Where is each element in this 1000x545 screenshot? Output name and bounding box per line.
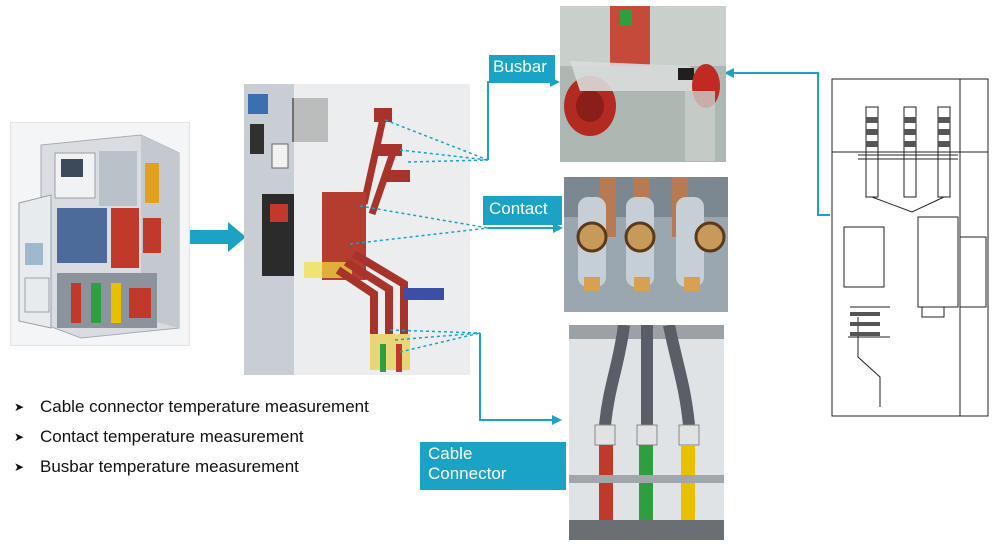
bullet-item-contact: ➤ Contact temperature measurement	[14, 422, 369, 452]
switchgear-technical-drawing	[830, 77, 990, 418]
arrowhead-bullet-icon: ➤	[14, 460, 25, 474]
bullet-text: Busbar temperature measurement	[40, 457, 299, 476]
cable-connector-line	[479, 333, 554, 421]
busbar-label-text: Busbar	[493, 57, 547, 76]
dotted-sensor-lines	[349, 119, 489, 353]
bullet-item-busbar: ➤ Busbar temperature measurement	[14, 452, 369, 482]
busbar-photo	[560, 6, 726, 162]
busbar-connector-line	[487, 81, 552, 160]
measurement-bullet-list: ➤ Cable connector temperature measuremen…	[14, 392, 369, 482]
cable-connector-photo	[569, 325, 724, 540]
bullet-text: Contact temperature measurement	[40, 427, 304, 446]
arrowhead-bullet-icon: ➤	[14, 400, 25, 414]
bullet-text: Cable connector temperature measurement	[40, 397, 369, 416]
contact-photo	[564, 177, 728, 312]
arrowhead-bullet-icon: ➤	[14, 430, 25, 444]
bullet-item-cable-connector: ➤ Cable connector temperature measuremen…	[14, 392, 369, 422]
contact-label: Contact	[483, 196, 562, 225]
cable-connector-label-line2: Connector	[428, 464, 507, 483]
switchgear-cabinet-illustration	[10, 122, 190, 346]
cable-connector-label-line1: Cable	[428, 444, 473, 463]
big-right-arrow-icon	[190, 222, 246, 252]
cable-connector-label: Cable Connector	[420, 442, 566, 490]
switchgear-cutaway-view	[244, 84, 470, 375]
busbar-label: Busbar	[489, 55, 555, 81]
contact-label-text: Contact	[489, 199, 548, 218]
